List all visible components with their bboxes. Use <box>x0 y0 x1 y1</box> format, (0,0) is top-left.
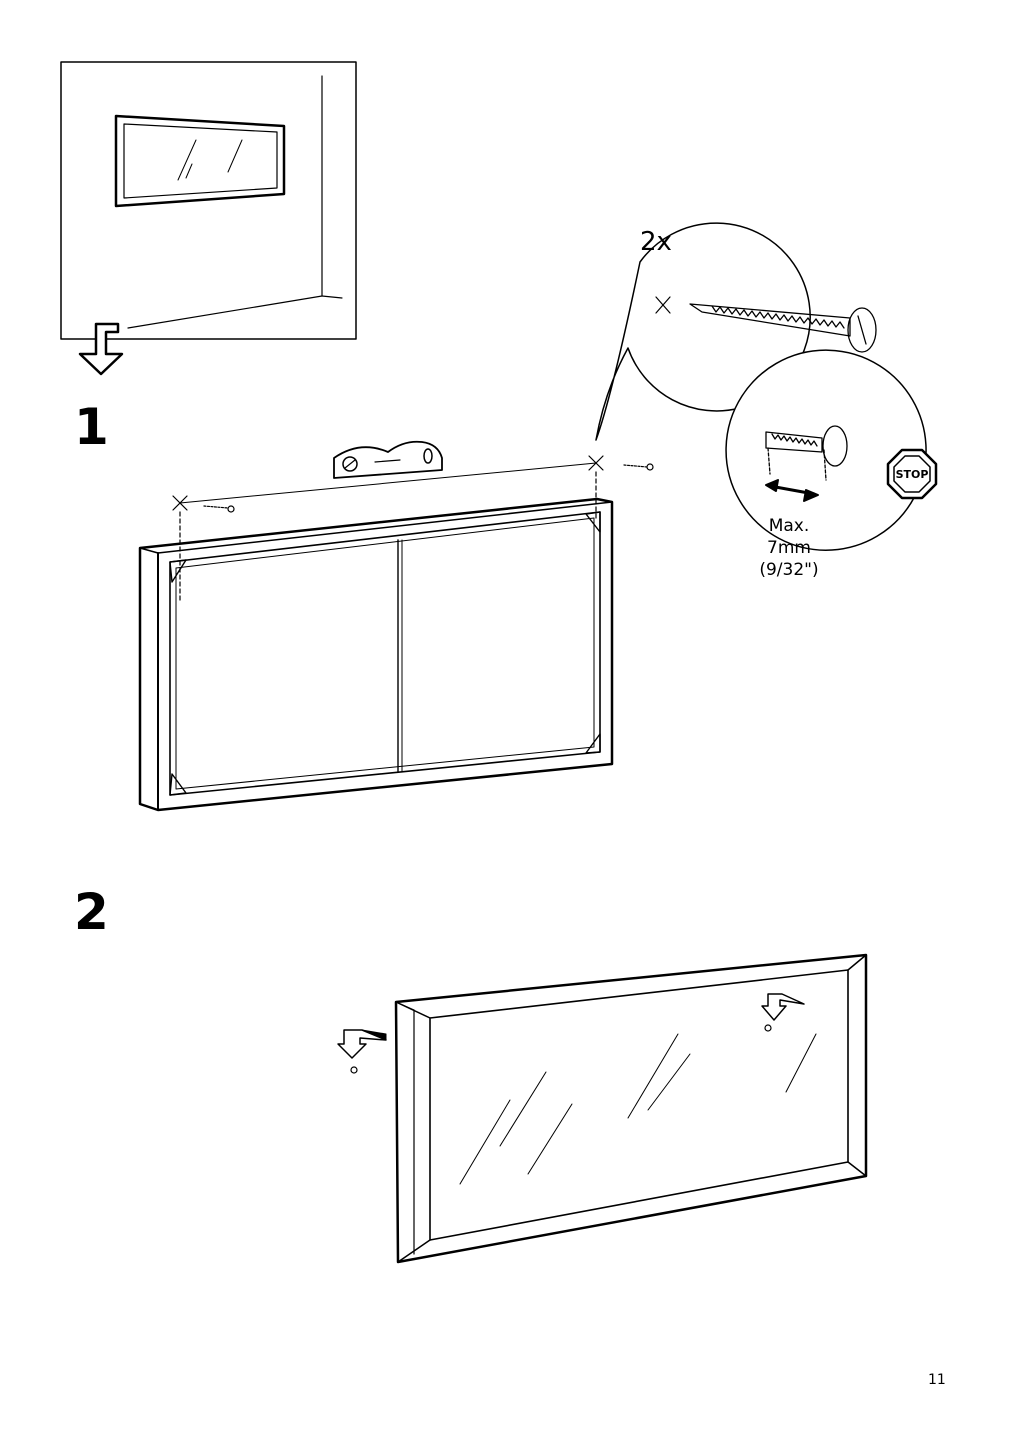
max-depth-line-2: 7mm <box>767 538 811 558</box>
max-depth-label: Max. 7mm (9/32") <box>744 515 834 581</box>
drill-mark-detail <box>655 296 671 314</box>
step2-number: 2 <box>74 883 109 941</box>
hang-arrow-left-icon <box>337 1029 387 1074</box>
mirror-frame-back <box>138 497 614 812</box>
stop-sign-text: STOP <box>896 468 929 481</box>
glass-reflection <box>459 1033 817 1185</box>
step1-number: 1 <box>74 398 109 456</box>
screw-depth-icon <box>765 425 848 481</box>
mirror-front <box>394 953 868 1264</box>
spirit-level-icon <box>333 440 443 479</box>
page-number: 11 <box>928 1372 946 1388</box>
max-depth-line-3: (9/32") <box>759 560 819 580</box>
depth-arrow-icon <box>765 479 819 502</box>
step2-illustration <box>337 953 868 1264</box>
max-depth-line-1: Max. <box>768 516 810 536</box>
overview-panel <box>60 61 357 376</box>
stop-sign-icon: STOP <box>886 448 938 500</box>
screw-small-left-icon <box>203 505 235 513</box>
drill-mark-left <box>172 495 188 601</box>
drill-mark-right <box>588 455 604 521</box>
down-arrow-icon <box>78 322 124 376</box>
step1-illustration <box>138 440 654 812</box>
overview-mirror <box>114 114 286 208</box>
screw-small-right-icon <box>623 463 654 471</box>
depth-detail-bubble: STOP <box>725 349 938 551</box>
quantity-label: 2x <box>640 227 672 257</box>
hang-arrow-right-icon <box>761 993 805 1032</box>
wood-screw-icon <box>689 303 877 353</box>
